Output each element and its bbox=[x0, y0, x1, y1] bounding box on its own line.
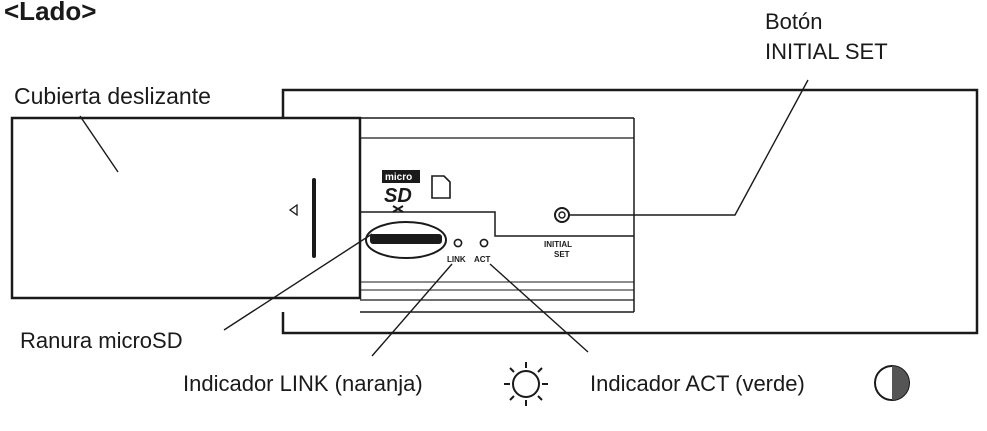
card-slot-panel bbox=[360, 117, 635, 313]
initial-set-label-line2: INITIAL SET bbox=[765, 39, 888, 64]
initial-set-button[interactable] bbox=[554, 207, 570, 223]
leader-lines bbox=[79, 79, 809, 357]
half-lit-circle-icon bbox=[874, 365, 910, 401]
svg-text:SD: SD bbox=[384, 185, 412, 207]
act-marking: ACT bbox=[474, 255, 491, 264]
sliding-cover-label: Cubierta deslizante bbox=[14, 83, 211, 109]
act-led bbox=[479, 238, 489, 248]
slide-arrow-icon bbox=[288, 203, 298, 217]
link-led bbox=[453, 238, 463, 248]
initial-marking-line1: INITIAL bbox=[544, 240, 572, 249]
initial-set-label-line1: Botón bbox=[765, 9, 823, 34]
svg-text:micro: micro bbox=[385, 172, 412, 183]
initial-marking-line2: SET bbox=[554, 250, 570, 259]
link-marking: LINK bbox=[447, 255, 466, 264]
microsdxc-logo-icon: micro SD bbox=[382, 170, 451, 213]
microsd-slot-label: Ranura microSD bbox=[20, 328, 183, 353]
blinking-sun-icon bbox=[504, 362, 548, 406]
link-indicator-label: Indicador LINK (naranja) bbox=[183, 371, 423, 396]
heading: <Lado> bbox=[4, 0, 96, 26]
sliding-cover[interactable] bbox=[10, 116, 362, 300]
microsd-slot[interactable] bbox=[365, 221, 447, 259]
act-indicator-label: Indicador ACT (verde) bbox=[590, 371, 805, 396]
device-body bbox=[281, 88, 979, 335]
